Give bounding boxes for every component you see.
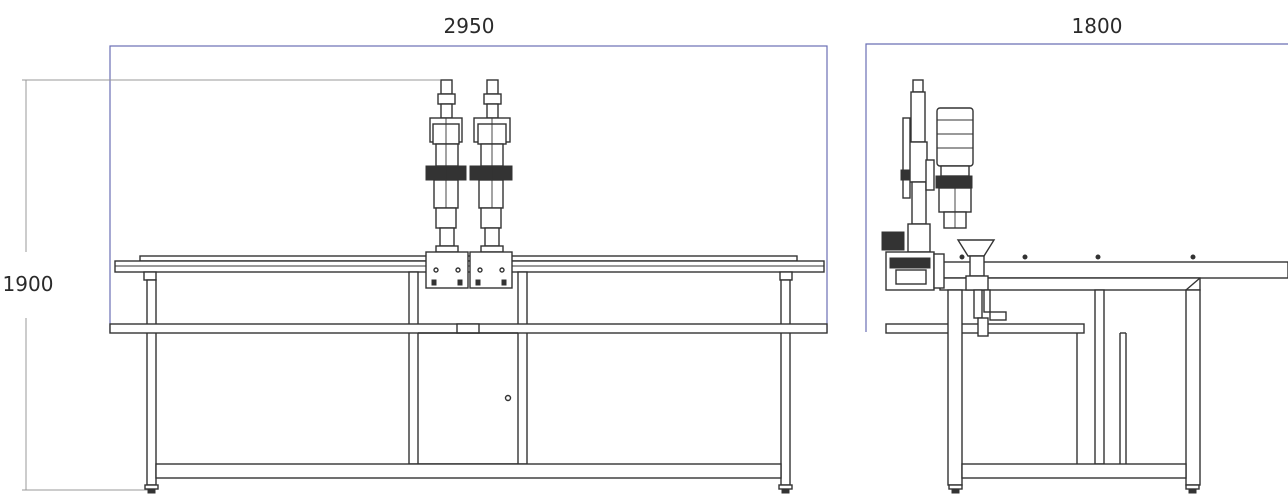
front-view — [109, 79, 828, 494]
height-dimension-label: 1900 — [3, 272, 54, 296]
side-view-envelope-box — [865, 43, 1288, 332]
side-width-dimension-label: 1800 — [1072, 14, 1123, 38]
press-unit-left — [425, 79, 469, 289]
side-view — [881, 79, 1288, 494]
front-width-dimension-label: 2950 — [444, 14, 495, 38]
side-press-column — [881, 79, 945, 291]
press-unit-right — [469, 79, 513, 289]
front-view-envelope-box — [109, 45, 828, 333]
side-clamp — [956, 239, 1007, 337]
cabinet-knob — [504, 394, 512, 402]
height-dimension-line — [22, 79, 440, 491]
side-motor — [935, 107, 974, 229]
